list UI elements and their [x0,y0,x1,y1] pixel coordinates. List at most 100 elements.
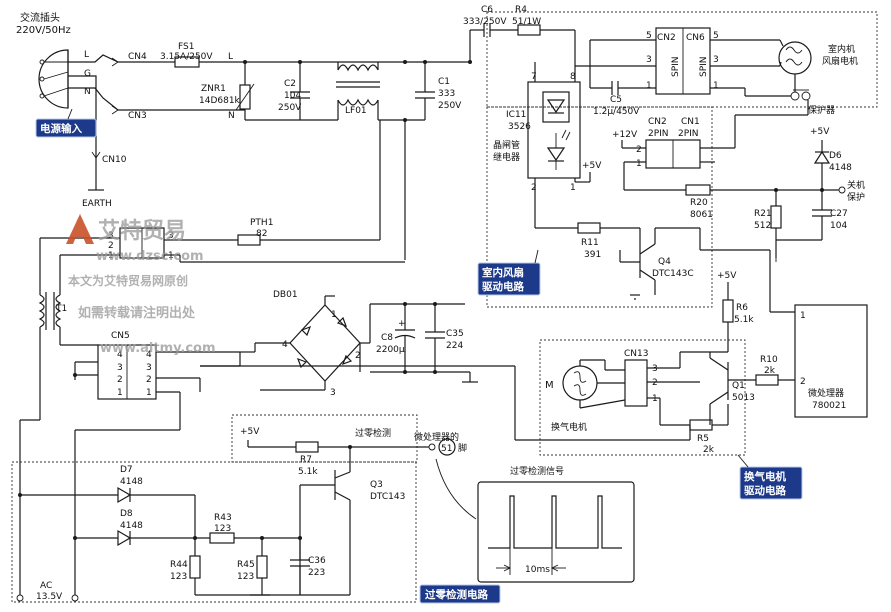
svg-text:51: 51 [441,444,452,454]
r7-value: 5.1k [298,467,318,477]
svg-text:5: 5 [713,31,719,41]
power-plug [38,49,69,109]
svg-text:1: 1 [646,81,652,91]
svg-text:+5V: +5V [717,271,737,281]
svg-text:如需转载请注明出处: 如需转载请注明出处 [78,305,196,321]
line-L-label: L [228,52,233,62]
c2-value-1: 104 [284,91,301,101]
r7-label: R7 [300,455,312,465]
svg-text:3: 3 [330,388,336,398]
svg-text:8: 8 [570,72,576,82]
ic11-thyristor-relay [527,81,581,179]
svg-text:1: 1 [636,159,642,169]
svg-text:4: 4 [117,350,123,360]
svg-text:www.dzsc.com: www.dzsc.com [96,249,204,264]
vent-driver-tag: 换气电机 驱动电路 [739,466,803,500]
svg-text:1: 1 [652,394,658,404]
wire-G [68,75,97,190]
mcu-label-2: 780021 [812,401,846,411]
svg-text:5: 5 [646,31,652,41]
mcu-pin-label: 微处理器的 [414,431,459,443]
c2-label: C2 [284,79,296,89]
line-N-label: N [228,111,235,121]
svg-text:电源输入: 电源输入 [40,122,82,135]
d8-value: 4148 [120,521,143,531]
svg-text:2: 2 [652,378,658,388]
resistor-r43 [209,532,235,544]
r10-label: R10 [760,355,778,365]
cn4-label: CN4 [128,52,147,62]
q1-label: Q1 [732,381,745,391]
c6-value: 333/250V [463,17,507,27]
ic11-label: IC11 [506,110,526,120]
svg-text:脚: 脚 [458,443,467,454]
bridge-db01 [240,295,370,390]
q3-label: Q3 [370,480,383,490]
r6-label: R6 [736,303,748,313]
wire-N [68,87,246,120]
svg-text:2: 2 [117,375,123,385]
svg-text:2: 2 [355,351,361,361]
svg-text:2: 2 [146,375,152,385]
c27-value: 104 [830,221,847,231]
indoor-motor-label-1: 室内机 [828,43,855,55]
svg-text:3: 3 [652,364,658,374]
d7-label: D7 [120,465,133,475]
svg-text:3: 3 [713,55,719,65]
thyristor-relay-2: 继电器 [493,151,520,163]
d8-label: D8 [120,509,133,519]
c8-value: 2200μ [376,345,405,355]
svg-text:驱动电路: 驱动电路 [482,280,524,293]
ac-value: 13.5V [36,592,63,602]
d6-label: D6 [829,151,842,161]
svg-text:过零检测电路: 过零检测电路 [425,588,488,601]
pin-L: L [84,50,89,60]
pin51-marker [438,438,456,456]
svg-text:1: 1 [331,310,337,320]
r11-label: R11 [581,238,599,248]
indoor-motor-label-2: 风扇电机 [822,55,858,67]
q1-part: 5013 [732,393,755,403]
r44-label: R44 [170,560,188,570]
svg-text:7: 7 [531,72,537,82]
c1-value-1: 333 [438,89,455,99]
pth1-value: 82 [256,229,267,239]
svg-text:+5V: +5V [582,161,602,171]
q4-part: DTC143C [652,269,694,279]
c1-value-2: 250V [438,101,462,111]
period-label: 10ms [525,565,550,575]
svg-text:3: 3 [108,231,114,241]
fs1-rating: 3.15A/250V [160,52,213,62]
c2-value-2: 250V [278,103,302,113]
r6-value: 5.1k [734,315,754,325]
svg-text:室内风扇: 室内风扇 [482,266,524,279]
zero-cross-waveform [488,495,622,549]
zero-cross-tag: 过零检测电路 [419,584,501,604]
fs1-label: FS1 [178,42,194,52]
svg-text:+5V: +5V [240,427,260,437]
resistor-r21 [770,205,782,229]
signal-callout [435,458,477,520]
resistor-r5 [689,419,713,431]
indoor-fan-driver-tag: 室内风扇 驱动电路 [477,262,541,296]
c27-label: C27 [830,209,848,219]
r5-value: 2k [703,445,715,455]
plug-title: 交流插头 [20,11,60,24]
cn10-label: CN10 [102,155,127,165]
svg-text:艾特贸易: 艾特贸易 [98,218,186,244]
c8-plus: + [398,319,406,329]
indoor-fan-motor [778,41,812,75]
zero-cross-outline [11,461,417,603]
d6-value: 4148 [829,163,852,173]
watermark: 艾特贸易 www.dzsc.com 本文为艾特贸易网原创 如需转载请注明出处 w… [66,214,216,356]
power-input-tag: 电源输入 [35,118,97,138]
r43-label: R43 [214,513,232,523]
svg-text:2PIN: 2PIN [678,129,699,139]
svg-text:2PIN: 2PIN [648,129,669,139]
earth-label: EARTH [82,199,112,209]
r45-label: R45 [237,560,255,570]
db01-label: DB01 [273,290,298,300]
choke-lf01 [336,62,380,120]
connector-cn13 [624,359,648,407]
signal-title: 过零检测信号 [510,465,564,477]
